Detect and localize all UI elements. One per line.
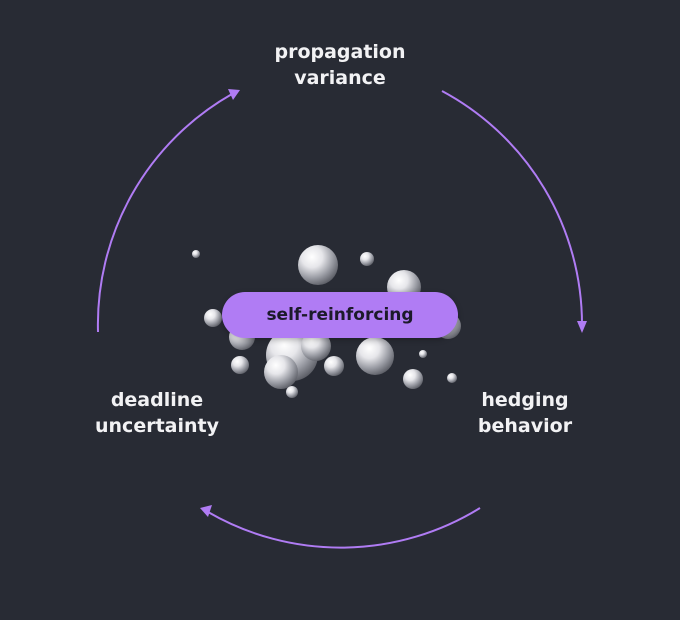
arrow-right-to-left: [207, 507, 481, 549]
arrow-left-to-top: [96, 93, 233, 333]
node-label-line: uncertainty: [95, 415, 219, 437]
node-deadline-uncertainty: deadline uncertainty: [62, 387, 252, 439]
node-hedging-behavior: hedging behavior: [430, 387, 620, 439]
node-label-line: variance: [294, 67, 386, 89]
node-label-line: propagation: [274, 41, 406, 63]
arrowhead-right: [577, 321, 587, 333]
arrowhead-bottom: [200, 505, 212, 517]
node-label-line: hedging: [481, 389, 569, 411]
arrowhead-top: [228, 89, 240, 100]
node-label-line: deadline: [110, 389, 204, 411]
center-label-pill: self-reinforcing: [222, 292, 458, 338]
node-propagation-variance: propagation variance: [240, 39, 440, 91]
arrow-top-to-right: [441, 90, 584, 326]
node-label-line: behavior: [477, 415, 573, 437]
